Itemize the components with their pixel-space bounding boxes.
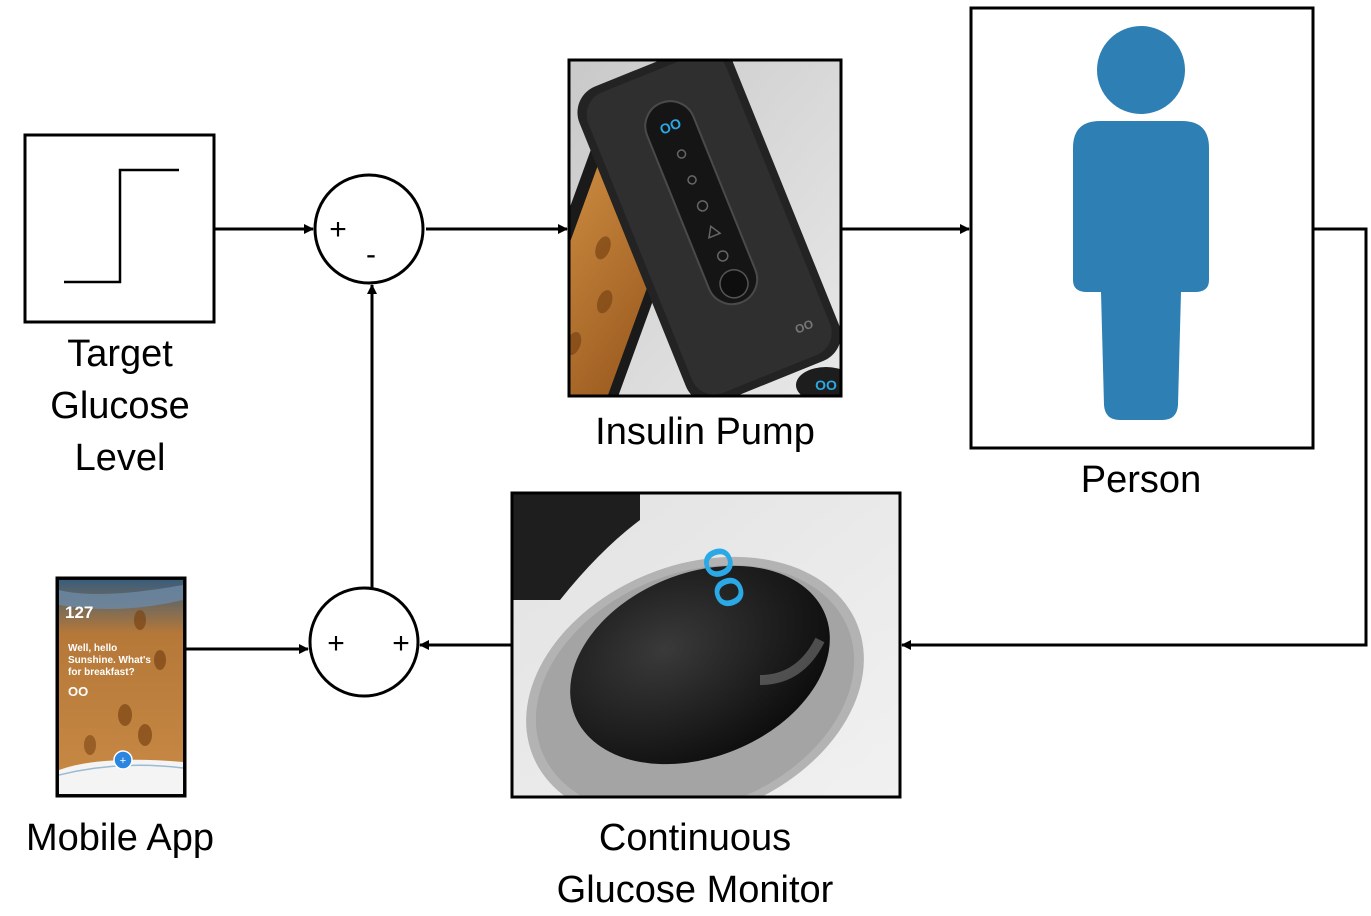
app-glucose-reading: 127 <box>65 603 93 622</box>
junction-top-plus: + <box>329 213 347 246</box>
svg-text:OO: OO <box>793 317 816 337</box>
pump-logo: OO <box>657 115 683 138</box>
signal-arrows <box>185 224 1368 654</box>
app-message-line-2: Sunshine. What's <box>68 655 151 666</box>
cgm-label: Continuous Glucose Monitor <box>556 817 834 911</box>
step-signal-icon <box>64 168 179 284</box>
app-message-line-3: for breakfast? <box>68 667 135 678</box>
mobile-app-label: Mobile App <box>25 817 214 859</box>
junction-bottom-plus-right: + <box>392 627 410 660</box>
summing-junction-top: + - <box>313 173 425 285</box>
person-label: Person <box>1080 459 1202 501</box>
app-message-line-1: Well, hello <box>68 643 117 654</box>
summing-junction-bottom: + + <box>308 586 420 698</box>
insulin-pump-label: Insulin Pump <box>595 411 815 453</box>
app-logo: OO <box>68 684 88 699</box>
target-glucose-block <box>23 133 216 324</box>
junction-bottom-plus-left: + <box>327 627 345 660</box>
person-icon <box>1073 26 1209 420</box>
insulin-pump-block: OO OO OO <box>567 58 843 398</box>
junction-top-minus: - <box>366 238 376 271</box>
cgm-block: OO <box>510 491 902 799</box>
svg-text:+: + <box>120 755 126 767</box>
mobile-app-block: + 127 Well, hello Sunshine. What's for b… <box>55 576 187 798</box>
svg-text:OO: OO <box>815 377 837 393</box>
app-add-button-icon <box>113 750 133 770</box>
arrow-person-to-cgm <box>901 227 1368 650</box>
target-glucose-label: Target Glucose Level <box>50 333 190 479</box>
person-block <box>969 6 1315 450</box>
